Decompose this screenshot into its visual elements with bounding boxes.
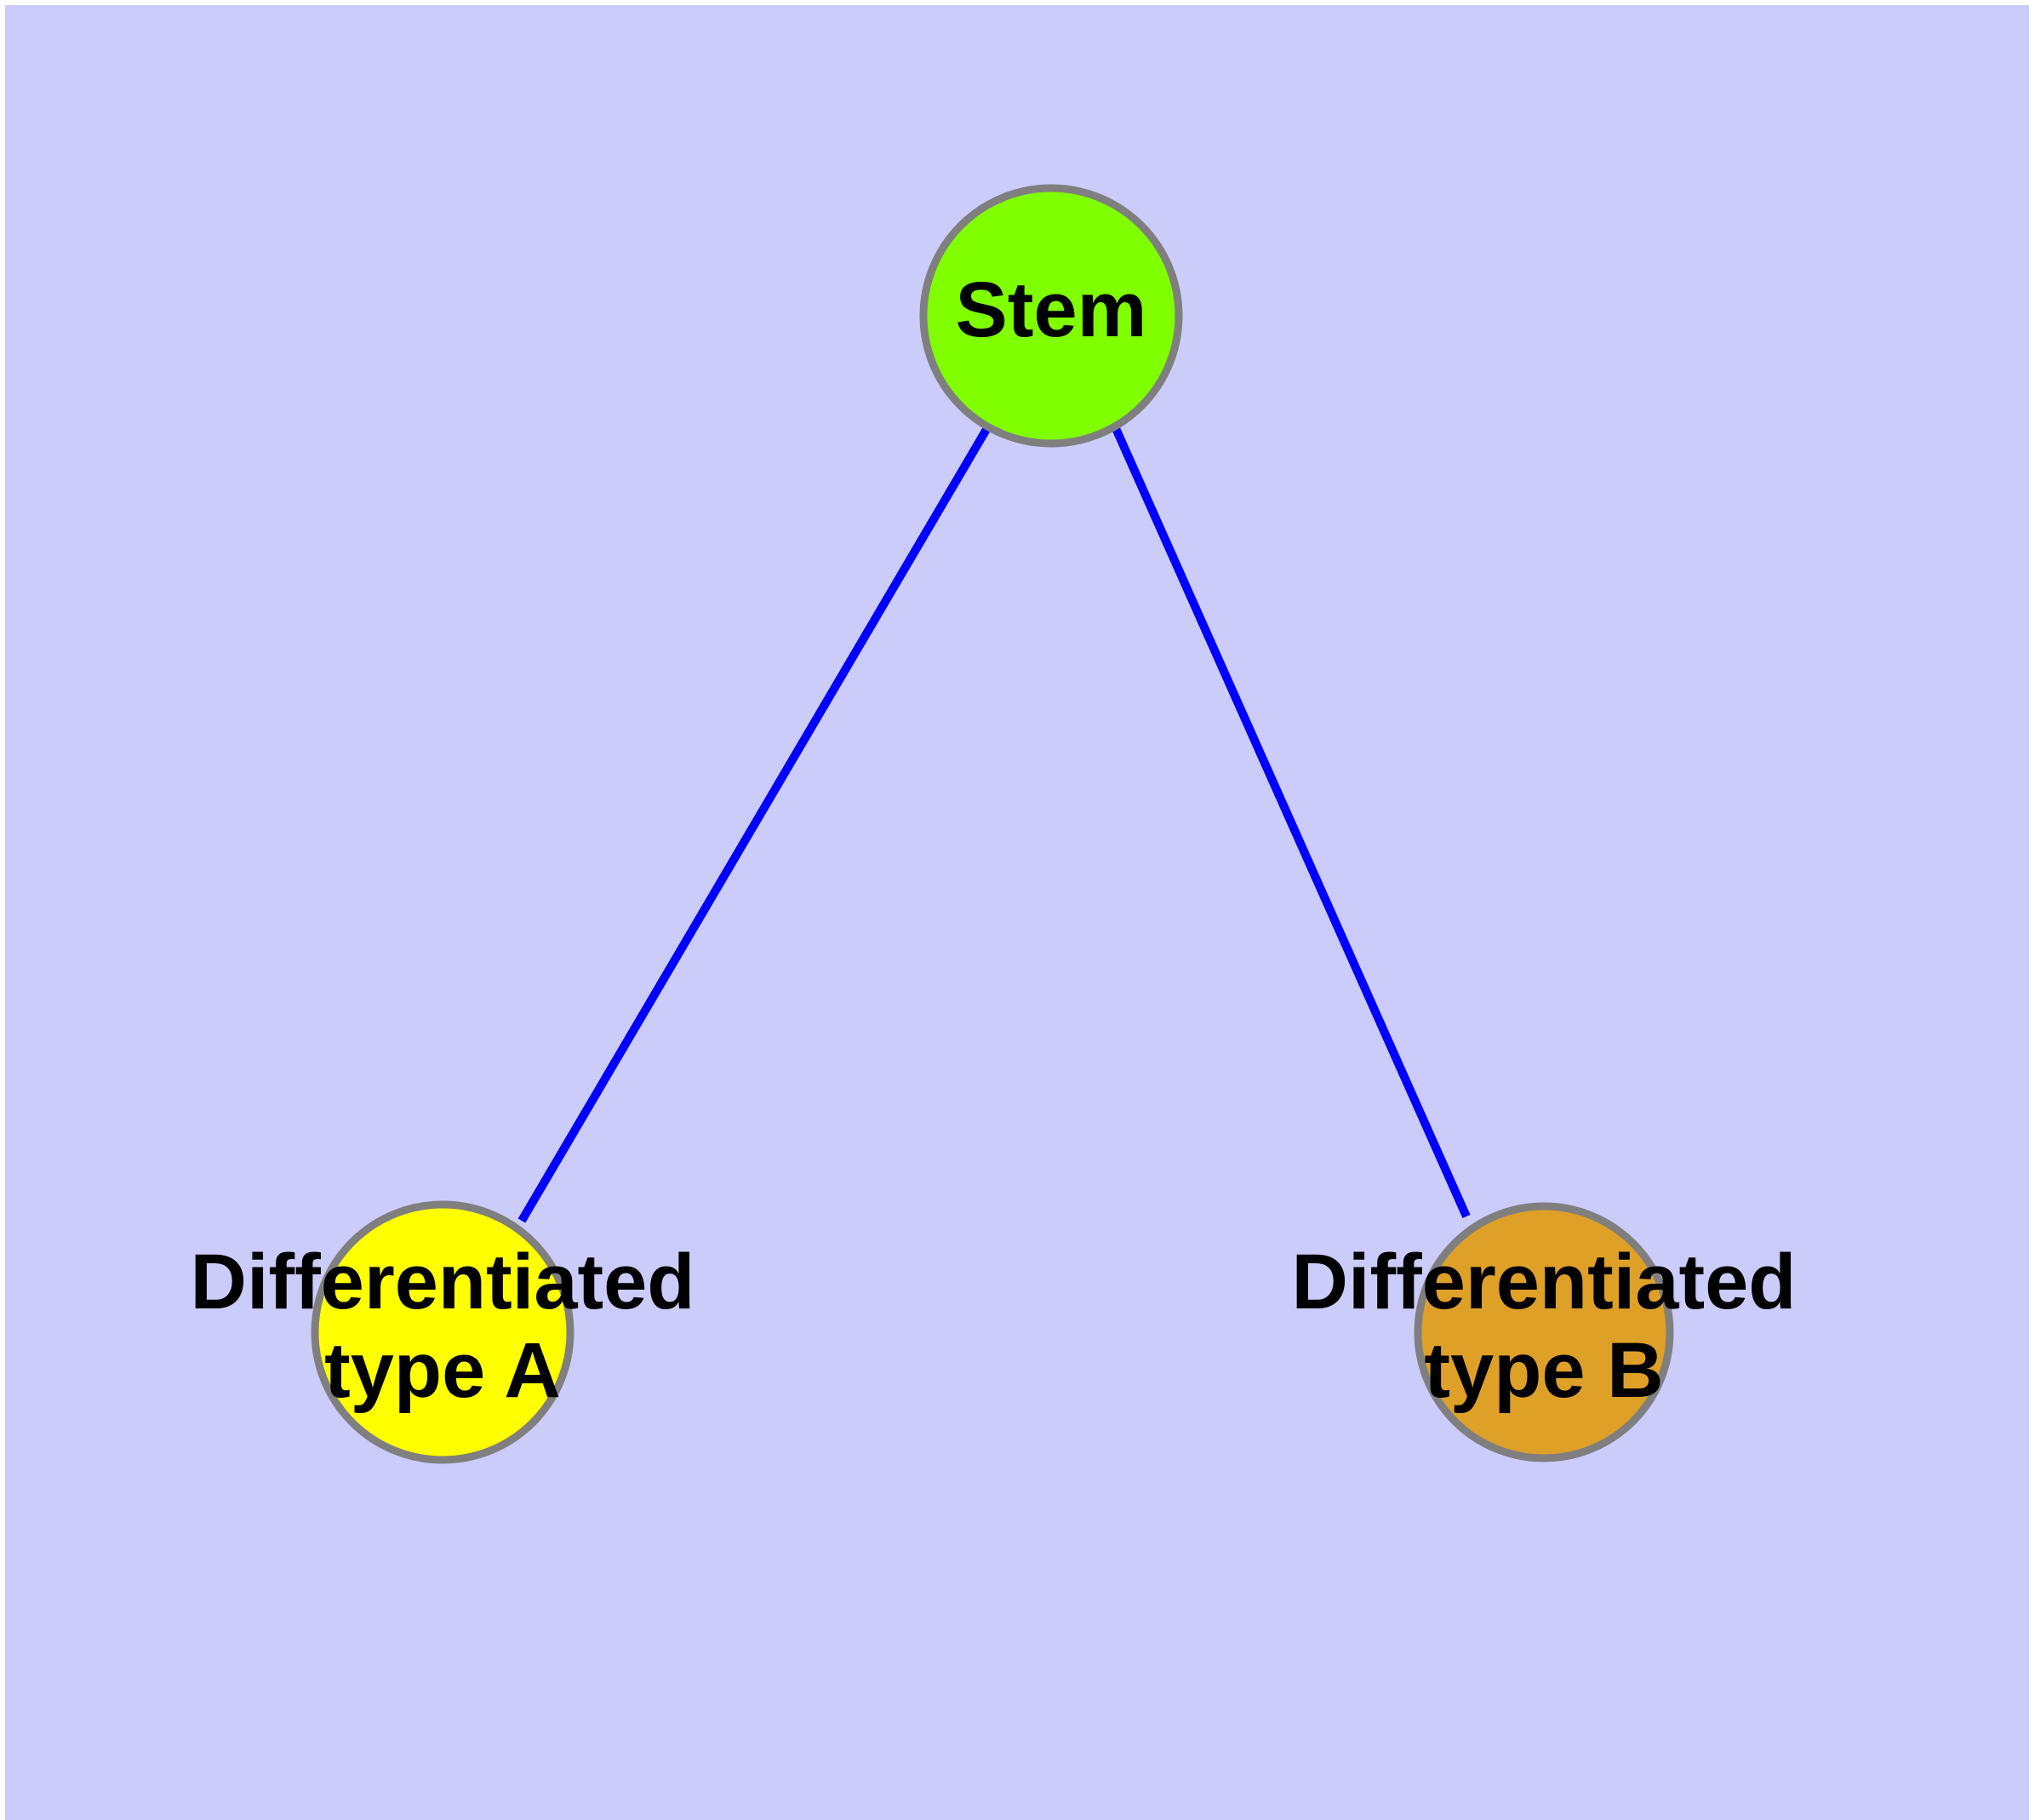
node-diff_a[interactable] <box>311 1200 574 1464</box>
node-label-line: Stem <box>956 266 1147 353</box>
nodes-group <box>311 184 1674 1464</box>
edge-stem-to-a[interactable] <box>517 424 992 1223</box>
edges-group <box>517 424 1471 1223</box>
node-label-stem: Stem <box>956 266 1147 353</box>
node-label-line: type B <box>1424 1327 1663 1414</box>
node-label-line: Differentiated <box>1292 1239 1797 1325</box>
edge-stem-to-b[interactable] <box>1111 424 1471 1219</box>
node-label-line: Differentiated <box>191 1239 695 1325</box>
node-label-line: type A <box>324 1327 561 1414</box>
node-diff_b[interactable] <box>1414 1202 1674 1462</box>
node-stem[interactable] <box>919 184 1183 448</box>
